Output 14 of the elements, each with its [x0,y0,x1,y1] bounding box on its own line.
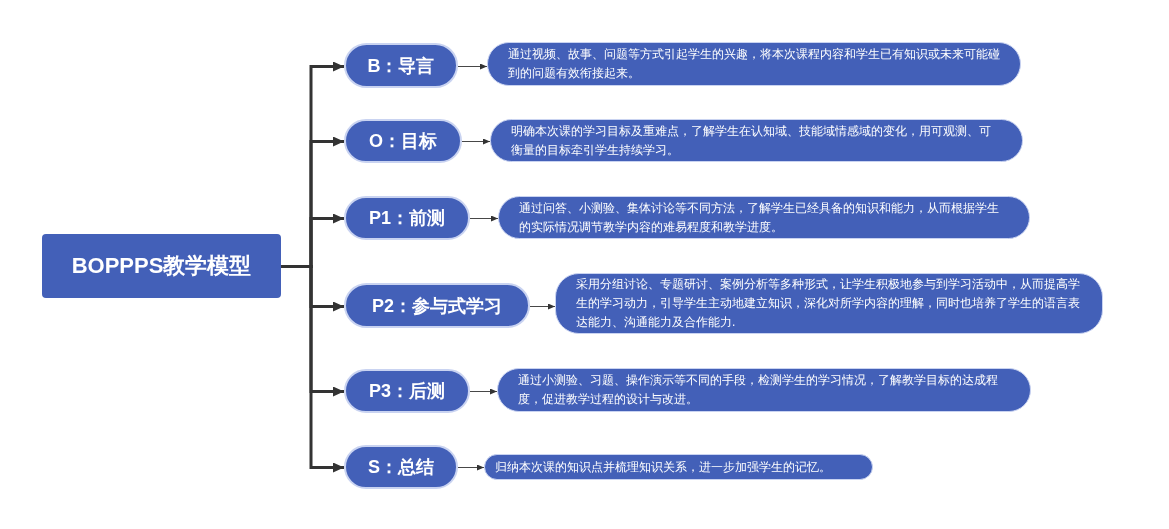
description-pill: 归纳本次课的知识点并梳理知识关系，进一步加强学生的记忆。 [484,454,873,480]
phase-pill: S：总结 [344,445,458,489]
phase-pill: B：导言 [344,43,458,88]
arrow [281,265,344,473]
phase-pill: O：目标 [344,119,462,163]
description-pill: 通过小测验、习题、操作演示等不同的手段，检测学生的学习情况，了解教学目标的达成程度，促进教学过程的设计与改进。 [497,368,1031,412]
description-pill: 通过问答、小测验、集体讨论等不同方法，了解学生已经具备的知识和能力，从而根据学生的实际情况调节教学内容的难易程度和教学进度。 [498,196,1030,239]
description-pill: 通过视频、故事、问题等方式引起学生的兴趣，将本次课程内容和学生已有知识或未来可能碰到的问题有效衔接起来。 [487,42,1021,86]
description-pill: 采用分组讨论、专题研讨、案例分析等多种形式，让学生积极地参与到学习活动中，从而提高学生的学习动力，引导学生主动地建立知识，深化对所学内容的理解，同时也培养了学生的语言表达能力、沟通能力及合作能力. [555,273,1103,334]
phase-pill: P3：后测 [344,369,470,413]
phase-pill: P1：前测 [344,196,470,240]
description-pill: 明确本次课的学习目标及重难点，了解学生在认知域、技能域情感域的变化，用可观测、可衡量的目标牵引学生持续学习。 [490,119,1023,162]
root-box: BOPPPS教学模型 [42,234,281,298]
phase-pill: P2：参与式学习 [344,283,530,328]
